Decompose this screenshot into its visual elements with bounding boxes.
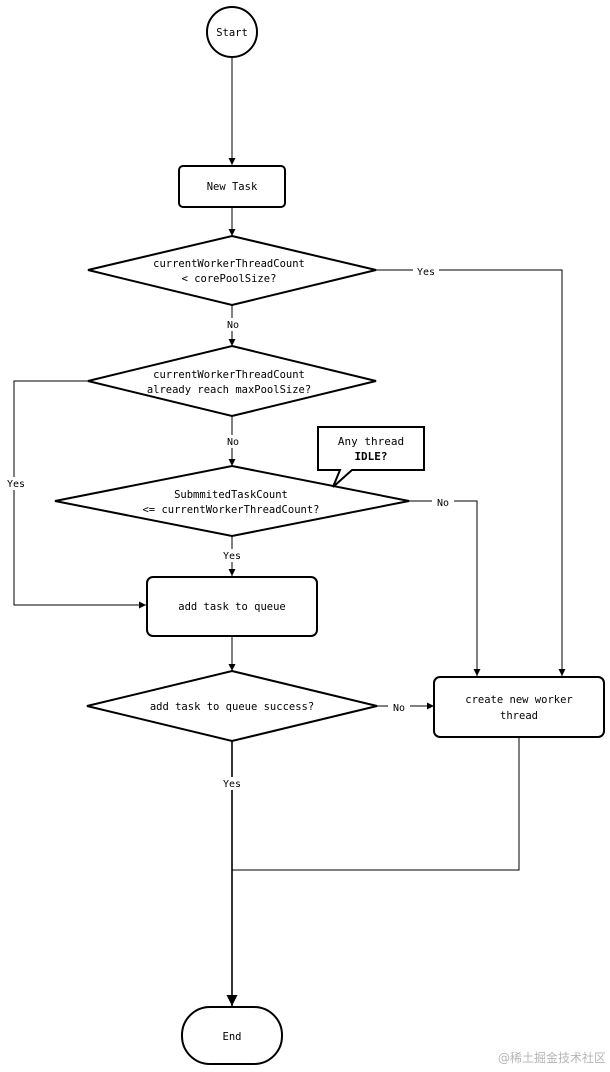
- label-submitted-no: No: [437, 498, 449, 509]
- submitted-check-line1: SubmmitedTaskCount: [174, 489, 288, 501]
- queue-success-label: add task to queue success?: [150, 701, 314, 713]
- label-core-yes: Yes: [417, 267, 435, 278]
- max-check-line1: currentWorkerThreadCount: [153, 369, 305, 381]
- create-worker-node: create new worker thread: [433, 676, 605, 738]
- new-task-label: New Task: [207, 181, 258, 193]
- edge-core-yes-to-create-worker: [376, 269, 566, 676]
- submitted-check-decision: SubmmitedTaskCount <= currentWorkerThrea…: [54, 464, 410, 538]
- edge-create-worker-to-end: [232, 737, 520, 871]
- queue-success-decision: add task to queue success?: [86, 669, 378, 743]
- max-check-line2: already reach maxPoolSize?: [147, 384, 311, 396]
- add-queue-node: add task to queue: [146, 576, 318, 637]
- core-check-decision: currentWorkerThreadCount < corePoolSize?: [87, 234, 377, 307]
- new-task-node: New Task: [178, 165, 286, 208]
- edges: [13, 57, 566, 1006]
- create-worker-line2: thread: [500, 710, 538, 722]
- label-submitted-yes: Yes: [223, 551, 241, 562]
- idle-callout: Any thread IDLE?: [317, 426, 425, 488]
- label-core-no: No: [227, 320, 239, 331]
- start-node: Start: [206, 6, 258, 58]
- label-max-no: No: [227, 437, 239, 448]
- idle-callout-line2: IDLE?: [354, 450, 387, 463]
- max-check-decision: currentWorkerThreadCount already reach m…: [87, 344, 377, 418]
- edge-labels: Yes No No Yes Yes No No Yes: [3, 264, 454, 790]
- edge-max-yes-to-add-queue: [13, 380, 146, 609]
- watermark: @稀土掘金技术社区: [498, 1050, 606, 1065]
- create-worker-line1: create new worker: [465, 694, 572, 706]
- end-node: End: [181, 1006, 283, 1065]
- label-max-yes: Yes: [7, 479, 25, 490]
- label-queue-yes: Yes: [223, 779, 241, 790]
- submitted-check-line2: <= currentWorkerThreadCount?: [142, 504, 319, 516]
- add-queue-label: add task to queue: [178, 601, 285, 613]
- idle-callout-line1: Any thread: [338, 435, 404, 448]
- core-check-line1: currentWorkerThreadCount: [153, 258, 305, 270]
- edge-submitted-no-to-create-worker: [409, 500, 481, 676]
- core-check-line2: < corePoolSize?: [182, 273, 277, 285]
- start-label: Start: [216, 27, 248, 39]
- end-label: End: [223, 1031, 242, 1043]
- label-queue-no: No: [393, 703, 405, 714]
